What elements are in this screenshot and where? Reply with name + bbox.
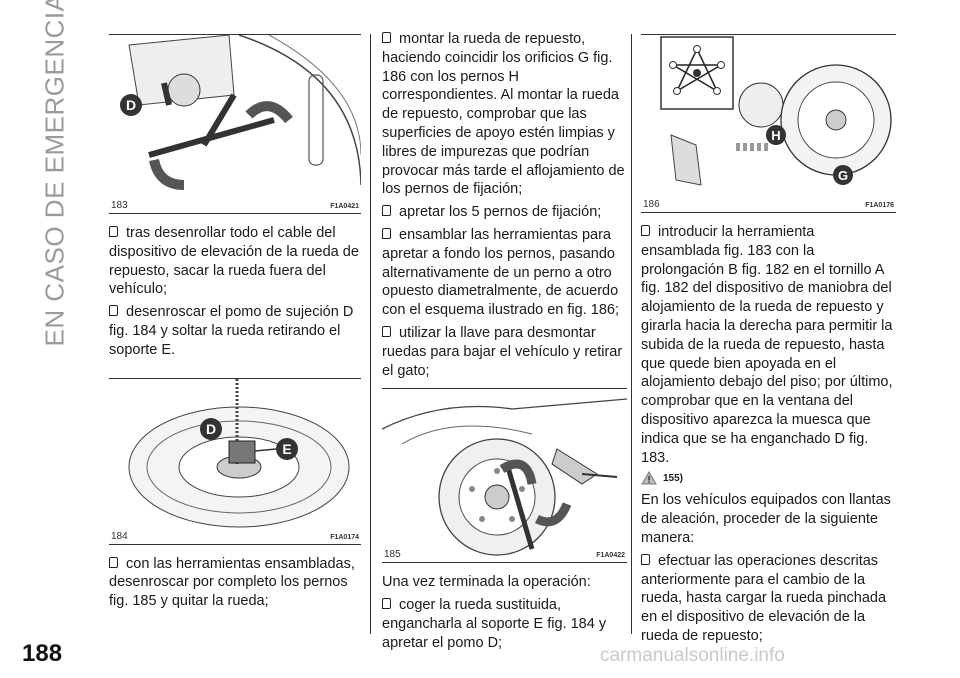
figure-number: 184 — [111, 530, 128, 542]
figure-184: D E 184 F1A0174 — [109, 377, 361, 545]
figure-code: F1A0176 — [865, 202, 894, 209]
callout-d-183: D — [126, 97, 136, 113]
figure-186-illustration: H G — [660, 36, 892, 186]
paragraph-text: Una vez terminada la operación: — [382, 574, 591, 591]
warning-reference: 155) — [663, 472, 684, 484]
page-number: 188 — [22, 640, 63, 667]
instruction-text: tras desenrollar todo el cable del dispo… — [109, 224, 361, 299]
warning-note: 155) — [641, 471, 896, 485]
figure-185: 185 F1A0422 — [382, 388, 627, 564]
column-divider-1 — [370, 34, 371, 634]
column-1: D 183 F1A0421 tras desenrollar todo el c… — [109, 34, 361, 611]
figure-186: H G 186 F1A0176 — [641, 34, 896, 213]
instruction-text: desenroscar el pomo de sujeción D fig. 1… — [109, 303, 361, 359]
instruction-text: introducir la herramienta ensamblada fig… — [641, 223, 896, 467]
figure-code: F1A0174 — [330, 533, 359, 541]
warning-icon — [641, 471, 657, 485]
instruction-text: ensamblar las herramientas para apretar … — [382, 226, 627, 320]
column-3: H G 186 F1A0176 introducir la herramient… — [641, 34, 896, 646]
instruction-text: coger la rueda sustituida, engancharla a… — [382, 596, 627, 652]
instruction-text: utilizar la llave para desmontar ruedas … — [382, 324, 627, 380]
watermark: carmanualsonline.info — [600, 645, 785, 666]
callout-e-184: E — [282, 441, 291, 457]
callout-d-184: D — [206, 421, 216, 437]
section-title: EN CASO DE EMERGENCIA — [39, 0, 70, 347]
instruction-text: efectuar las operaciones descritas anter… — [641, 552, 896, 646]
instruction-text: apretar los 5 pernos de fijación; — [382, 203, 627, 222]
column-2: montar la rueda de repuesto, haciendo co… — [382, 30, 627, 653]
paragraph-text: En los vehículos equipados con llantas d… — [641, 492, 891, 546]
figure-number: 185 — [384, 549, 401, 561]
instruction-text: montar la rueda de repuesto, haciendo co… — [382, 30, 627, 199]
figure-code: F1A0422 — [596, 552, 625, 560]
callout-h-186: H — [771, 128, 780, 143]
column-divider-2 — [631, 34, 632, 634]
instruction-text: con las herramientas ensambladas, desenr… — [109, 555, 361, 611]
figure-184-illustration: D E — [128, 378, 350, 528]
figure-code: F1A0421 — [330, 203, 359, 210]
figure-183-illustration: D — [120, 35, 361, 190]
callout-g-186: G — [838, 168, 848, 183]
figure-number: 186 — [643, 199, 660, 210]
figure-185-illustration — [382, 398, 627, 556]
figure-183: D 183 F1A0421 — [109, 34, 361, 214]
figure-number: 183 — [111, 200, 128, 211]
